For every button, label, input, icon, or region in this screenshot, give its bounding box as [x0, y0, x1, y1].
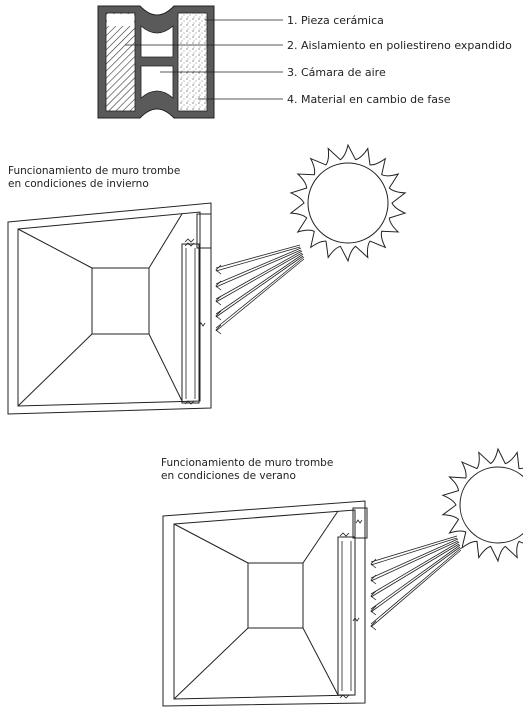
air-chamber-bottom — [140, 65, 174, 99]
winter-caption-line2: en condiciones de invierno — [8, 178, 149, 190]
winter-trombe-wall — [181, 213, 212, 404]
summer-trombe-wall — [337, 507, 368, 696]
summer-sun-icon — [441, 447, 523, 563]
legend-item-1: 1. Pieza cerámica — [287, 14, 384, 27]
winter-vent-marks — [184, 238, 206, 405]
summer-caption-line2: en condiciones de verano — [161, 470, 296, 482]
winter-caption-line1: Funcionamiento de muro trombe — [8, 165, 180, 177]
sun-rays-outline — [441, 447, 523, 563]
summer-room — [162, 500, 366, 707]
winter-sun-rays — [215, 244, 305, 335]
insulation-cell — [105, 12, 136, 112]
summer-caption-line1: Funcionamiento de muro trombe — [161, 457, 333, 469]
legend-leaders — [125, 19, 283, 100]
wall-section-detail — [97, 5, 215, 119]
air-chamber-top — [140, 25, 174, 58]
legend-item-3: 3. Cámara de aire — [287, 66, 386, 79]
legend-item-2: 2. Aislamiento en poliestireno expandido — [287, 39, 512, 52]
winter-room — [7, 202, 212, 415]
winter-sun-icon — [289, 143, 407, 263]
summer-sun-rays — [370, 535, 462, 631]
sun-rays-outline — [289, 143, 407, 263]
summer-vent-marks — [339, 519, 363, 699]
legend-item-4: 4. Material en cambio de fase — [287, 93, 451, 106]
phase-change-cell — [177, 12, 208, 112]
